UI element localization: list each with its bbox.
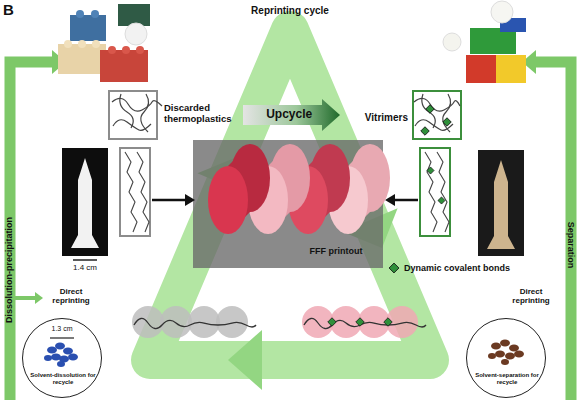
node-text: FFF printout (293, 246, 379, 256)
arrowhead (35, 292, 43, 304)
legend-text: Dynamic covalent bonds (404, 263, 510, 273)
printed-rocket-photo (478, 150, 524, 256)
annotation-label: Reprinting cycle (250, 5, 330, 17)
filament-box (420, 148, 450, 236)
vitrimer-box: Vitrimers (340, 90, 462, 140)
bond-diamond (389, 263, 399, 273)
annotation-label: Direct reprinting (42, 287, 100, 305)
feed-arrow (394, 199, 418, 202)
upcycle-arrow (243, 99, 340, 131)
recycled-pellets (488, 340, 524, 366)
polymer-chains (112, 94, 162, 132)
filament-box (120, 148, 150, 236)
annotation-label: 1.4 cm (62, 263, 108, 272)
printout-box: FFF printout (193, 140, 383, 268)
annotation-label: Dissolution-precipitation (3, 189, 15, 351)
node-text: Solvent-dissolution for recycle (30, 372, 96, 386)
node-text: Solvent-separation for recycle (474, 372, 540, 386)
annotation-label: Direct reprinting (502, 287, 560, 305)
legend-swatch (388, 262, 400, 274)
bond-diamonds (421, 105, 451, 135)
recycled-pellets (44, 338, 78, 367)
printed-rocket-photo (62, 148, 108, 260)
edge-label: Upcycle (266, 108, 312, 122)
recycle-triangle (150, 30, 430, 360)
node-text: Discarded thermoplastics (164, 103, 243, 125)
recycle-circle: Solvent-separation for recycle (466, 318, 546, 398)
small-arrow (15, 296, 36, 300)
outline-square (108, 90, 158, 140)
melt-chains (132, 306, 426, 338)
lego-photo (58, 4, 150, 82)
outline-square (412, 90, 462, 140)
printed-strands (208, 144, 390, 234)
legend-row: Dynamic covalent bonds (388, 262, 510, 274)
annotation-label: 1.3 cm (44, 325, 80, 333)
duplo-photo (443, 1, 526, 83)
arrowhead (385, 194, 395, 206)
cycle-arrowhead (228, 330, 262, 390)
feed-arrow (152, 199, 186, 202)
arrowhead (185, 194, 195, 206)
node-text: Vitrimers (340, 112, 408, 124)
vitrimer-chains (414, 94, 460, 132)
annotation-label: Separation (565, 205, 577, 285)
thermoplastic-box: Discarded thermoplastics (108, 90, 243, 140)
annotation-label: B (3, 1, 23, 18)
